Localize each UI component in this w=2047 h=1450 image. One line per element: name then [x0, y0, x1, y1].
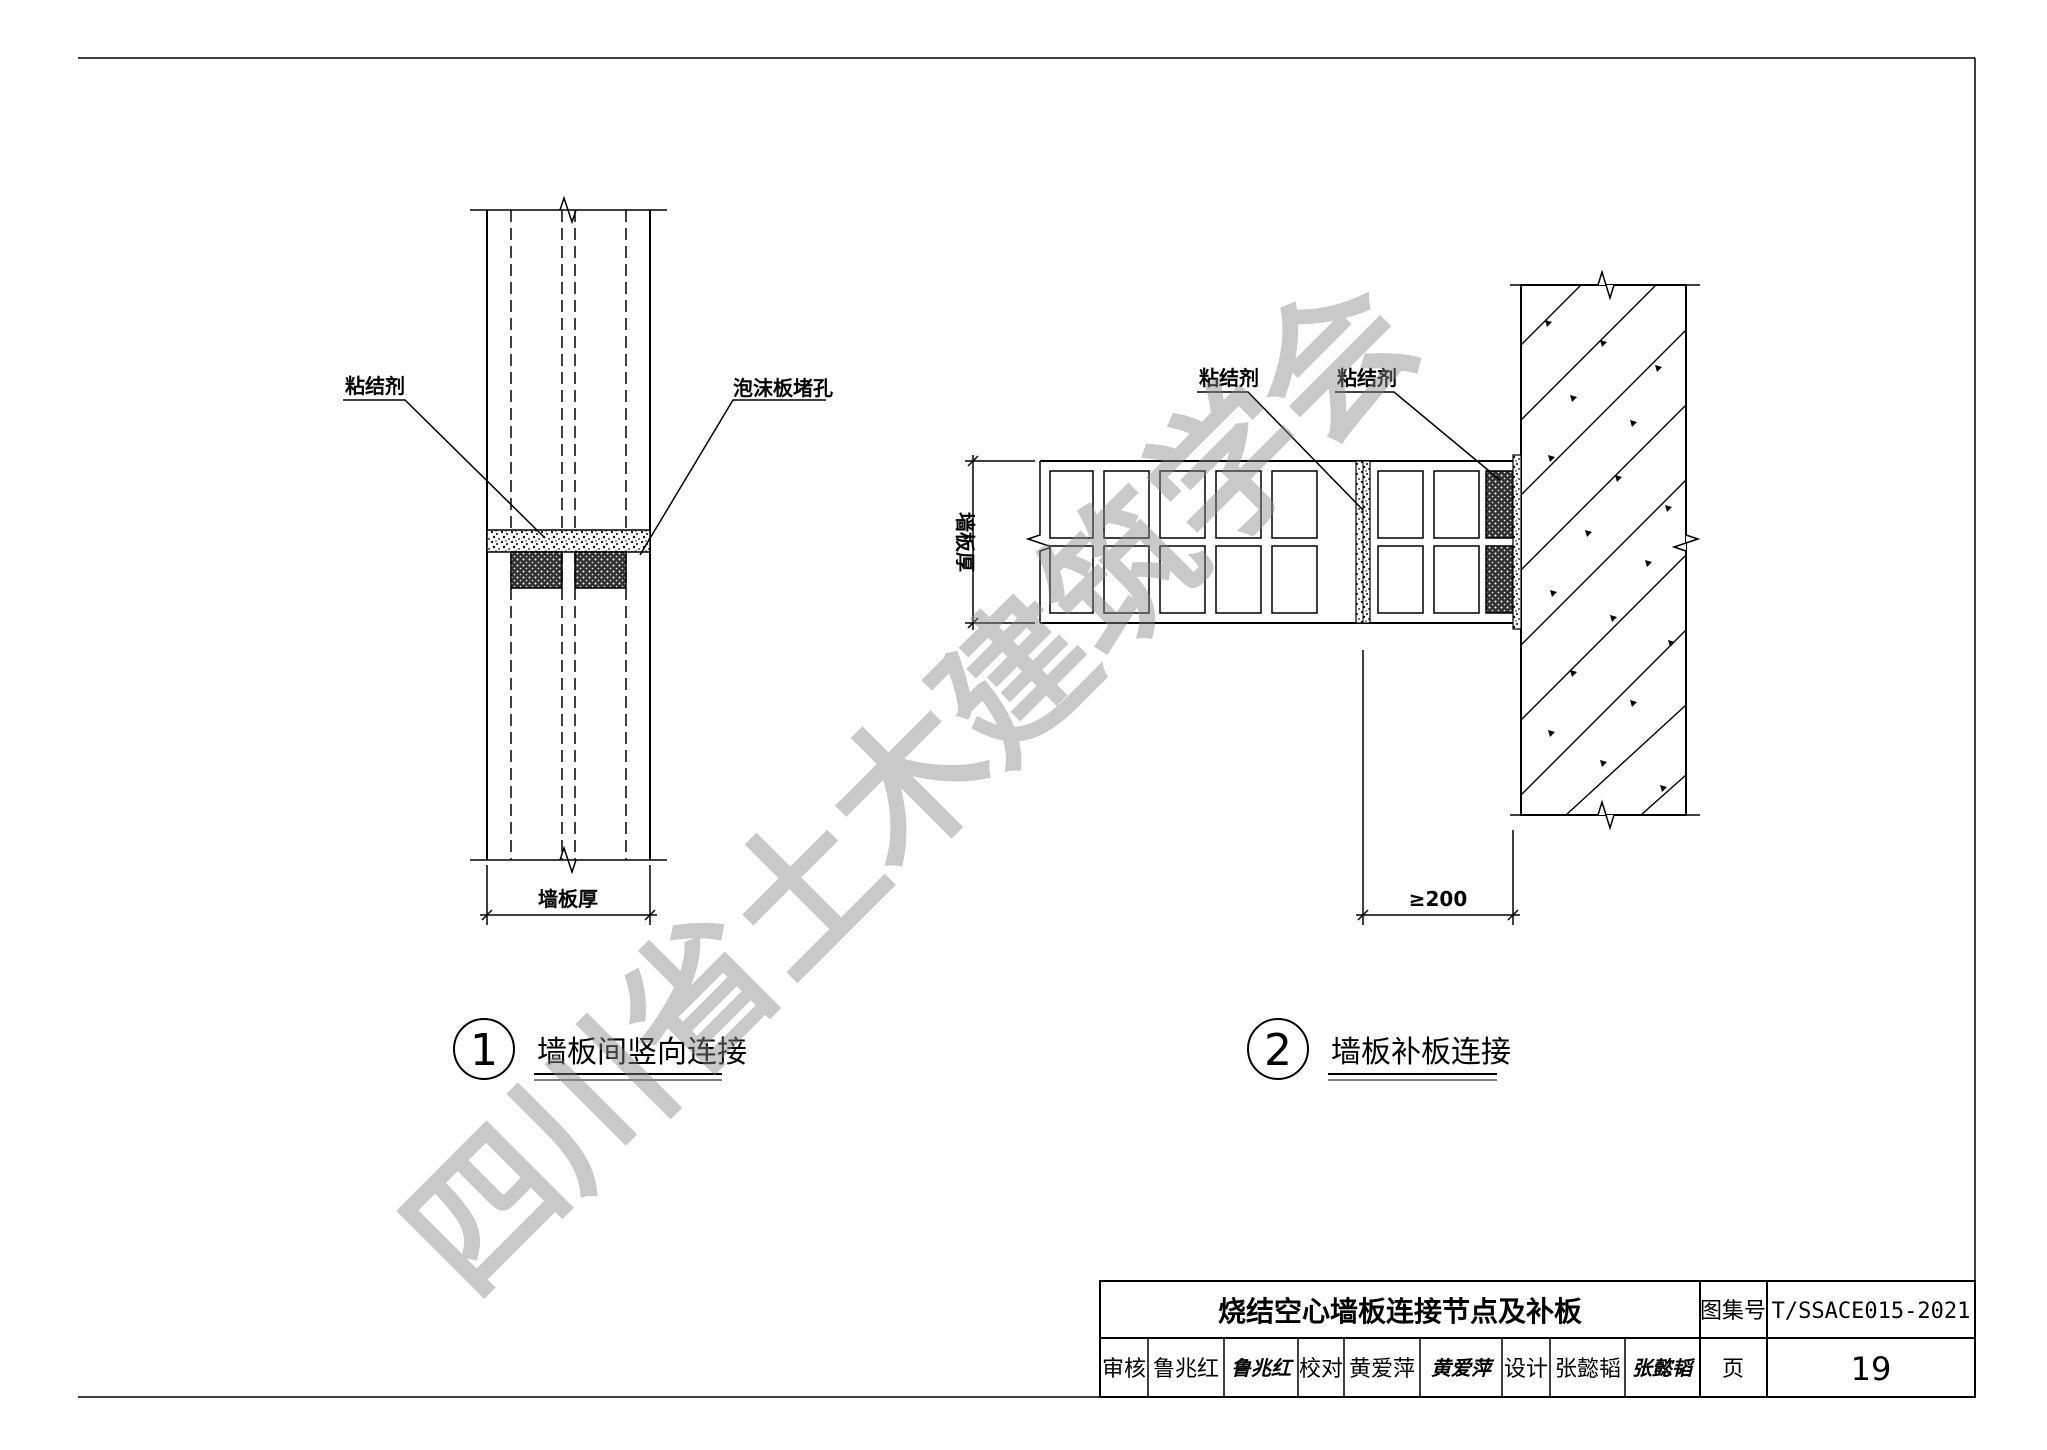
check-label: 校对: [1299, 1357, 1343, 1382]
adhesive-layer: [486, 529, 651, 553]
label-foam-plug: 泡沫板堵孔: [733, 376, 833, 400]
watermark: 四川省土木建筑学会: [372, 248, 1450, 1326]
atlas-label: 图集号: [1700, 1299, 1766, 1324]
dimension-min-200: ≥200: [1409, 887, 1468, 911]
concrete-wall: [1520, 284, 1687, 816]
designer-signature: 张懿韬: [1632, 1356, 1696, 1380]
foam-plug-left: [510, 551, 563, 589]
atlas-code: T/SSACE015-2021: [1772, 1299, 1971, 1324]
page-label: 页: [1722, 1357, 1744, 1382]
label-adhesive-right: 粘结剂: [1337, 366, 1397, 390]
reviewer-signature: 鲁兆红: [1231, 1356, 1294, 1380]
checker-name: 黄爱萍: [1349, 1357, 1415, 1382]
foam-plug-lower: [1485, 545, 1514, 614]
review-label: 审核: [1102, 1357, 1146, 1382]
detail-number-1: 1: [470, 1025, 498, 1076]
label-wall-thickness-2: 墙板厚: [953, 512, 977, 572]
foam-plug-upper: [1485, 470, 1514, 539]
detail-2-filler-panel-joint: 粘结剂 粘结剂 墙板厚 ≥200 2 墙板补板连接: [953, 269, 1701, 1081]
detail-number-2: 2: [1264, 1025, 1292, 1076]
label-adhesive: 粘结剂: [345, 374, 405, 398]
page-number: 19: [1851, 1350, 1892, 1388]
designer-name: 张懿韬: [1555, 1357, 1621, 1382]
label-wall-thickness: 墙板厚: [538, 887, 598, 911]
reviewer-name: 鲁兆红: [1153, 1357, 1219, 1382]
detail-1-vertical-joint: 粘结剂 泡沫板堵孔 墙板厚 1 墙板间竖向连接: [343, 195, 833, 1081]
foam-plug-right: [574, 551, 627, 589]
design-label: 设计: [1504, 1357, 1548, 1382]
drawing-title: 烧结空心墙板连接节点及补板: [1218, 1295, 1582, 1328]
detail-title-2: 墙板补板连接: [1331, 1035, 1511, 1070]
detail-title-1: 墙板间竖向连接: [537, 1035, 747, 1070]
title-block: 烧结空心墙板连接节点及补板 图集号 T/SSACE015-2021 审核 鲁兆红…: [1099, 1280, 1976, 1398]
checker-signature: 黄爱萍: [1431, 1356, 1495, 1380]
adhesive-strip: [1512, 454, 1522, 630]
label-adhesive-left: 粘结剂: [1199, 366, 1259, 390]
